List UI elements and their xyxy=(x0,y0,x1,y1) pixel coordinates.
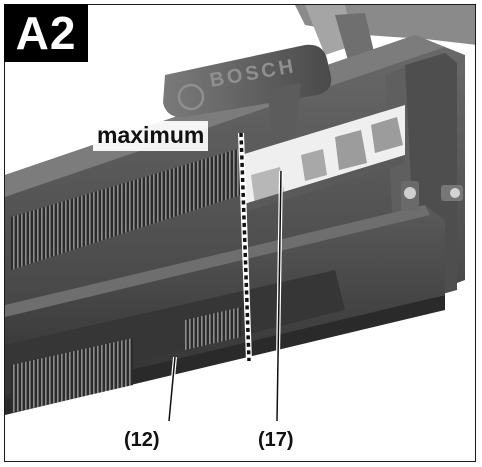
ribbed-grip-upper xyxy=(11,148,241,270)
leader-line-17 xyxy=(276,170,282,422)
part-17-label: (17) xyxy=(258,429,294,451)
clamping-lever: BOSCH xyxy=(163,44,332,139)
ribbed-grip-lower-mid xyxy=(185,307,241,350)
maximum-dashed-line xyxy=(239,132,251,362)
leader-line-12 xyxy=(168,356,176,422)
maximum-label: maximum xyxy=(93,121,209,151)
part-12-label: (12) xyxy=(124,429,160,451)
figure-badge: A2 xyxy=(4,4,88,62)
screw-knob-rear xyxy=(441,185,463,201)
screw-knob-front xyxy=(401,181,419,211)
saw-rail-illustration: BOSCH xyxy=(5,5,475,422)
ribbed-grip-lower-left xyxy=(11,338,133,413)
figure-frame: BOSCH maximum (12) (17) xyxy=(4,4,476,462)
